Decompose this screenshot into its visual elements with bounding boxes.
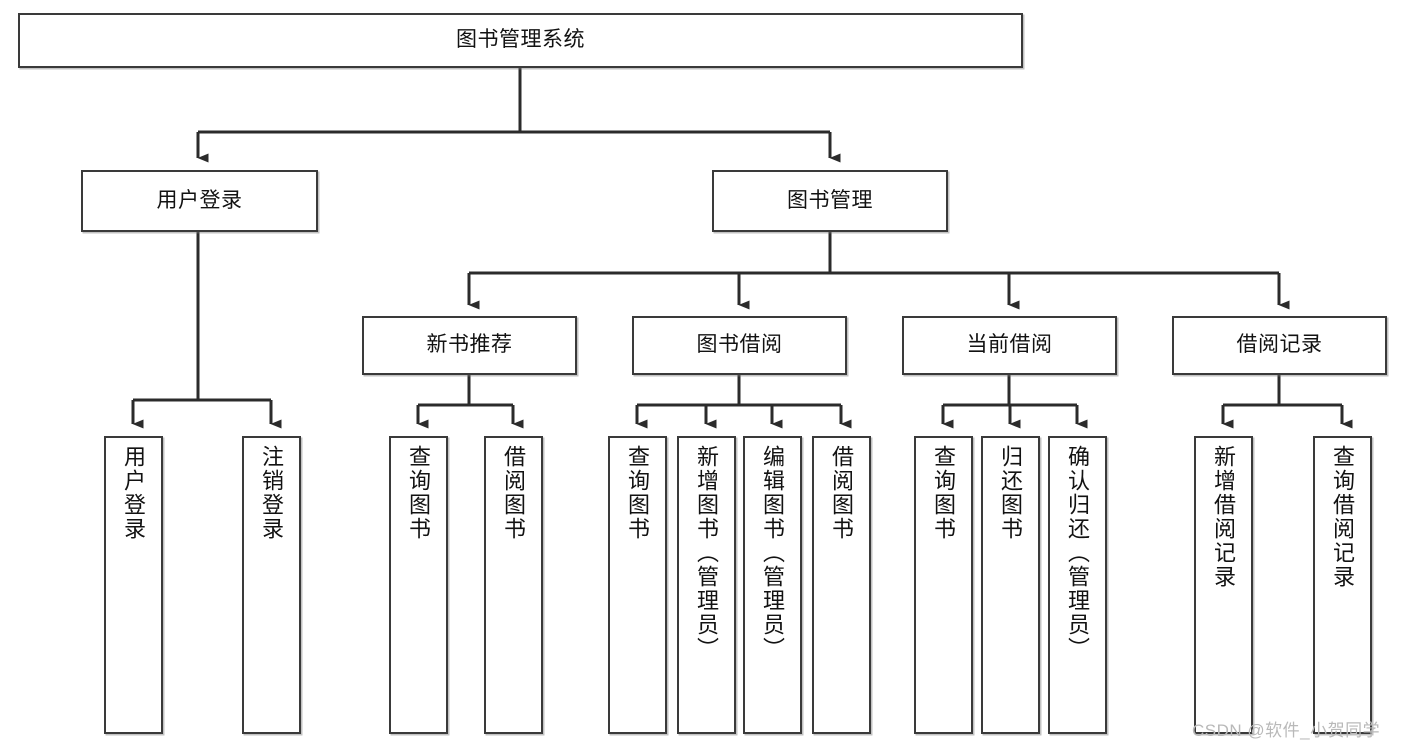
node-leaf-new-book-query[interactable]: 查询图书: [389, 436, 448, 734]
node-leaf-borrow-borrow-book[interactable]: 借阅图书: [812, 436, 871, 734]
node-leaf-borrow-query-book[interactable]: 查询图书: [608, 436, 667, 734]
csdn-watermark: CSDN @软件_小贺同学: [1192, 721, 1381, 740]
node-label: 用户登录: [121, 445, 147, 541]
node-label: 借阅记录: [1236, 333, 1323, 357]
node-leaf-current-query-book[interactable]: 查询图书: [914, 436, 973, 734]
node-leaf-borrow-edit-book-admin[interactable]: 编辑图书（管理员）: [743, 436, 802, 734]
node-label: 注销登录: [259, 445, 285, 541]
node-label: 图书管理: [787, 188, 873, 212]
node-label: 查询图书: [931, 445, 957, 541]
node-leaf-new-book-borrow[interactable]: 借阅图书: [484, 436, 543, 734]
node-leaf-borrow-add-book-admin[interactable]: 新增图书（管理员）: [677, 436, 736, 734]
node-leaf-current-return-book[interactable]: 归还图书: [981, 436, 1040, 734]
node-label: 借阅图书: [829, 445, 855, 541]
node-book-borrow[interactable]: 图书借阅: [632, 316, 847, 375]
node-label: 新增图书（管理员）: [694, 445, 720, 661]
node-leaf-user-login-login[interactable]: 用户登录: [104, 436, 163, 734]
node-new-book-recommend[interactable]: 新书推荐: [362, 316, 577, 375]
node-borrow-record[interactable]: 借阅记录: [1172, 316, 1387, 375]
node-label: 新书推荐: [426, 333, 513, 357]
node-leaf-record-query-borrow-record[interactable]: 查询借阅记录: [1313, 436, 1372, 734]
node-current-borrow[interactable]: 当前借阅: [902, 316, 1117, 375]
node-label: 编辑图书（管理员）: [760, 445, 786, 661]
node-leaf-record-add-borrow-record[interactable]: 新增借阅记录: [1194, 436, 1253, 734]
node-label: 借阅图书: [501, 445, 527, 541]
node-label: 用户登录: [156, 188, 243, 212]
node-label: 确认归还（管理员）: [1065, 445, 1091, 661]
node-label: 当前借阅: [966, 333, 1053, 357]
node-label: 图书管理系统: [456, 28, 585, 52]
node-label: 查询图书: [406, 445, 432, 541]
node-label: 查询借阅记录: [1330, 445, 1356, 589]
node-leaf-current-confirm-return-admin[interactable]: 确认归还（管理员）: [1048, 436, 1107, 734]
node-label: 查询图书: [625, 445, 651, 541]
node-user-login[interactable]: 用户登录: [81, 170, 318, 232]
node-leaf-user-login-logout[interactable]: 注销登录: [242, 436, 301, 734]
node-label: 图书借阅: [696, 333, 783, 357]
node-book-management[interactable]: 图书管理: [712, 170, 948, 232]
node-root-book-management-system[interactable]: 图书管理系统: [18, 13, 1023, 68]
node-label: 新增借阅记录: [1211, 445, 1237, 589]
node-label: 归还图书: [998, 445, 1024, 541]
